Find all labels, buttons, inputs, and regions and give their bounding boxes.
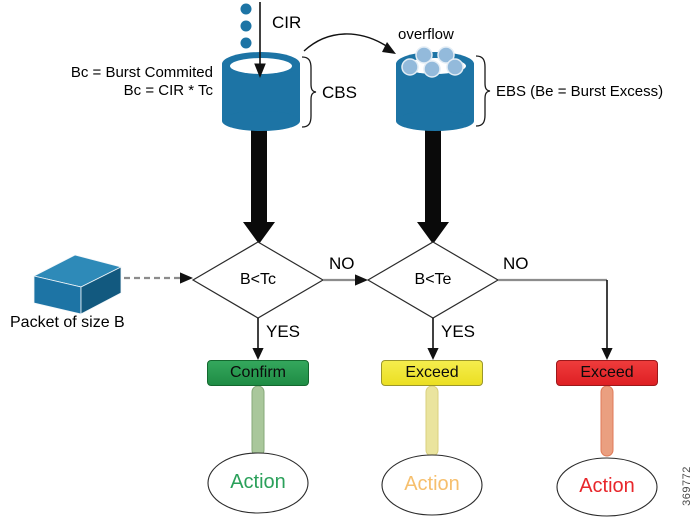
exceed-box: Exceed	[381, 360, 483, 386]
action-ellipse-exceed	[381, 454, 483, 516]
decision-condition-bte: B<Te	[414, 271, 452, 288]
action-ellipse-violate	[556, 457, 658, 517]
action-label-exceed: Action	[404, 473, 460, 495]
burst-committed-note: Bc = Burst Commited Bc = CIR * Tc	[40, 64, 213, 100]
burst-committed-note-line2: Bc = CIR * Tc	[123, 82, 213, 99]
cir-token-dots-icon	[240, 3, 252, 49]
cbs-label: CBS	[322, 83, 357, 102]
packet-connector-icon	[124, 272, 193, 284]
ebs-brace-icon	[475, 55, 491, 127]
action-label-confirm: Action	[230, 471, 286, 493]
decision-condition-btc: B<Tc	[239, 271, 276, 288]
figure-number: 369772	[681, 466, 693, 506]
thick-arrow-cbs-icon	[243, 125, 275, 244]
confirm-glow-bar-icon	[251, 385, 265, 457]
action-label-violate: Action	[579, 475, 635, 497]
exceed-glow-bar-icon	[425, 385, 439, 457]
overflow-arrow-icon	[303, 33, 396, 54]
no-label-1: NO	[329, 254, 355, 273]
no-label-2: NO	[503, 254, 529, 273]
packet-box-icon	[32, 254, 123, 315]
yes-label-1: YES	[266, 322, 301, 341]
yes-connector-2-icon	[427, 318, 439, 360]
cir-arrow-icon	[254, 2, 266, 78]
confirm-box: Confirm	[207, 360, 309, 386]
no-connector-2-icon	[498, 278, 613, 360]
yes-connector-1-icon	[252, 318, 264, 360]
violate-glow-bar-icon	[600, 385, 614, 457]
overflow-tokens-icon	[401, 46, 464, 78]
action-ellipse-confirm	[207, 452, 309, 514]
burst-committed-note-line1: Bc = Burst Commited	[70, 64, 213, 81]
cir-label: CIR	[272, 13, 302, 32]
overflow-label: overflow	[398, 26, 454, 43]
no-connector-1-icon	[323, 274, 368, 286]
yes-label-2: YES	[441, 322, 476, 341]
packet-label: Packet of size B	[10, 314, 125, 331]
violate-box: Exceed	[556, 360, 658, 386]
thick-arrow-ebs-icon	[417, 125, 449, 244]
cbs-brace-icon	[301, 56, 317, 128]
ebs-label: EBS (Be = Burst Excess)	[496, 83, 664, 100]
